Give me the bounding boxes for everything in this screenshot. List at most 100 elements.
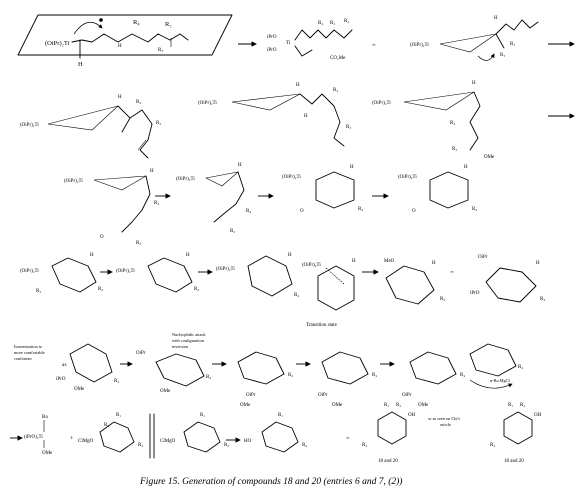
ti-label: (OiPr)₂Ti xyxy=(410,43,429,48)
h-label: H xyxy=(494,16,498,21)
intermediate-4f: OiPr H iPrO R₄ xyxy=(470,255,545,303)
intermediate-4a: (OiPr)₂Ti H R₃ R₄ xyxy=(20,253,103,294)
r2-label: R₂ xyxy=(165,21,172,28)
annotation-line: Isomerization to xyxy=(14,344,42,349)
intermediate-5e: OiPr OMe R₄ xyxy=(402,351,465,408)
clmgo-label: ClMgO xyxy=(160,439,176,444)
ti-label: (OiPr)₂Ti xyxy=(282,175,301,180)
h-label: H xyxy=(432,261,436,266)
r4-label: R₄ xyxy=(372,373,377,378)
annotation-line: more comfortable xyxy=(14,350,45,355)
row-1: (OiPr)₂Ti H R₄ R₂ R₃ H iPrO iPrO Ti R₄ R… xyxy=(17,14,575,68)
r4-label: R₄ xyxy=(450,121,455,126)
r4-label: R₄ xyxy=(540,297,545,302)
annotation-line: inversion xyxy=(172,344,189,349)
row-5: Isomerization to more comfortable confor… xyxy=(14,332,523,408)
ti-label: (OiPr)₂Ti xyxy=(198,101,217,106)
h-label: H xyxy=(304,114,308,119)
r4-label: R₄ xyxy=(460,373,465,378)
ti-label: (OiPr)₂Ti xyxy=(216,267,235,272)
annotation-line: conformer xyxy=(14,356,32,361)
o-label: O xyxy=(100,235,104,240)
intermediate-3c: (OiPr)₂Ti H R₄ O xyxy=(282,165,363,214)
oipr-label: OiPr xyxy=(246,393,256,398)
r4-label: R₄ xyxy=(358,207,363,212)
ti-byproduct: Bu (iPrO)₃Ti OMe xyxy=(24,415,53,456)
co2me-label: CO₂Me xyxy=(330,56,346,61)
intermediate-2b: (OiPr)₂Ti H H R₄ R₃ xyxy=(198,83,351,147)
oh-label: OH xyxy=(408,413,416,418)
r1-label: R₁ xyxy=(384,403,389,408)
o-label: O xyxy=(412,209,416,214)
ti-label: (OiPr)₂Ti xyxy=(372,101,391,106)
titanacycle-2: (OiPr)₂Ti H R₂ R₃ xyxy=(410,16,539,61)
r4-label: R₄ xyxy=(302,443,307,448)
magnesium-alkoxide-2: ClMgO R₁ R₄ xyxy=(160,413,229,453)
intermediate-4e: MeO H R₄ xyxy=(384,259,445,305)
intermediate-5f: R₄ n-Bu MgCl xyxy=(469,343,523,389)
r3-label: R₃ xyxy=(36,289,41,294)
ti-label: Ti xyxy=(286,41,291,46)
annotation-line: article xyxy=(440,422,451,427)
ti-label: (OiPr)₂Ti xyxy=(45,40,70,47)
r4-label: R₄ xyxy=(206,375,211,380)
r3-label: R₃ xyxy=(346,125,351,130)
r4-label: R₄ xyxy=(362,443,367,448)
oipr-label: OiPr xyxy=(136,351,146,356)
h-label: H xyxy=(238,163,242,168)
intermediate-5b: OiPr OMe R₄ xyxy=(136,351,211,394)
r4-label: R₄ xyxy=(294,293,299,298)
r3-label: R₃ xyxy=(500,53,505,58)
h-label: H xyxy=(288,253,292,258)
ome-label: OMe xyxy=(332,403,343,408)
intermediate-4b: (OiPr)₂Ti H R₄ xyxy=(116,253,199,293)
r4-label: R₄ xyxy=(114,379,119,384)
row-3: (OiPr)₂Ti H R₄ R₃ O (OiPr)₂Ti H R₄ R₂ (O… xyxy=(64,163,477,246)
transition-state: (OiPr)₂Ti H Transition state xyxy=(302,259,356,328)
o-label: O xyxy=(300,209,304,214)
ti-label: (OiPr)₂Ti xyxy=(176,177,195,182)
magnesium-alkoxide-1: ClMgO R₁ R₂ R₄ xyxy=(78,413,143,453)
annotation-line: or as seen on Chi's xyxy=(428,416,460,421)
ti-label: (OiPr)₂Ti xyxy=(20,123,39,128)
ipro-label: iPrO xyxy=(470,291,480,296)
transition-state-label: Transition state xyxy=(306,323,338,328)
h-label: H xyxy=(78,61,83,68)
row-2: (OiPr)₂Ti H R₄ R₃ (OiPr)₂Ti H H R₄ R₃ (O… xyxy=(20,81,575,160)
ti-label: (OiPr)₂Ti xyxy=(302,263,321,268)
starting-material: (OiPr)₂Ti H R₄ R₂ R₃ H xyxy=(17,14,233,68)
h-label: H xyxy=(118,95,122,100)
r3-label: R₃ xyxy=(136,241,141,246)
oipr-label: OiPr xyxy=(318,393,328,398)
r4-label: R₄ xyxy=(138,443,143,448)
h-label: H xyxy=(472,81,476,86)
nucleophilic-annotation: Nucleophilic attack with configuration i… xyxy=(172,332,206,349)
isomerization-annotation: Isomerization to more comfortable confor… xyxy=(14,344,45,361)
r4-label: R₄ xyxy=(133,19,140,26)
product-label: 18 and 20 xyxy=(378,459,398,464)
r2-label: R₂ xyxy=(510,42,515,47)
ome-label: OMe xyxy=(160,389,171,394)
ipro-label: iPrO xyxy=(56,377,66,382)
grignard-label: n-Bu MgCl xyxy=(490,378,511,383)
r1-label: R₁ xyxy=(508,403,513,408)
cyclopropanol: HO R₁ R₄ xyxy=(244,413,307,453)
r4-label: R₄ xyxy=(472,207,477,212)
r2-label: R₂ xyxy=(330,21,335,26)
ti-label: (OiPr)₂Ti xyxy=(20,269,39,274)
titanacycle-1: iPrO iPrO Ti R₄ R₂ R₂ CO₂Me xyxy=(267,19,353,61)
r2-label: R₂ xyxy=(344,19,349,24)
r4-label: R₄ xyxy=(318,21,323,26)
r4-label: R₄ xyxy=(490,443,495,448)
ome-label: OMe xyxy=(240,403,251,408)
ax-label: ax xyxy=(62,363,67,368)
intermediate-3b: (OiPr)₂Ti H R₄ R₂ xyxy=(176,163,251,234)
intermediate-5a: iPrO OMe R₄ ax xyxy=(56,343,119,392)
ho-label: HO xyxy=(244,439,252,444)
intermediate-3a: (OiPr)₂Ti H R₄ R₃ O xyxy=(64,169,159,246)
r4-label: R₄ xyxy=(518,365,523,370)
h-label: H xyxy=(536,261,540,266)
row-4: (OiPr)₂Ti H R₃ R₄ (OiPr)₂Ti H R₄ (OiPr)₂… xyxy=(20,253,545,328)
intermediate-5c: OiPr OMe R₄ xyxy=(237,351,293,408)
